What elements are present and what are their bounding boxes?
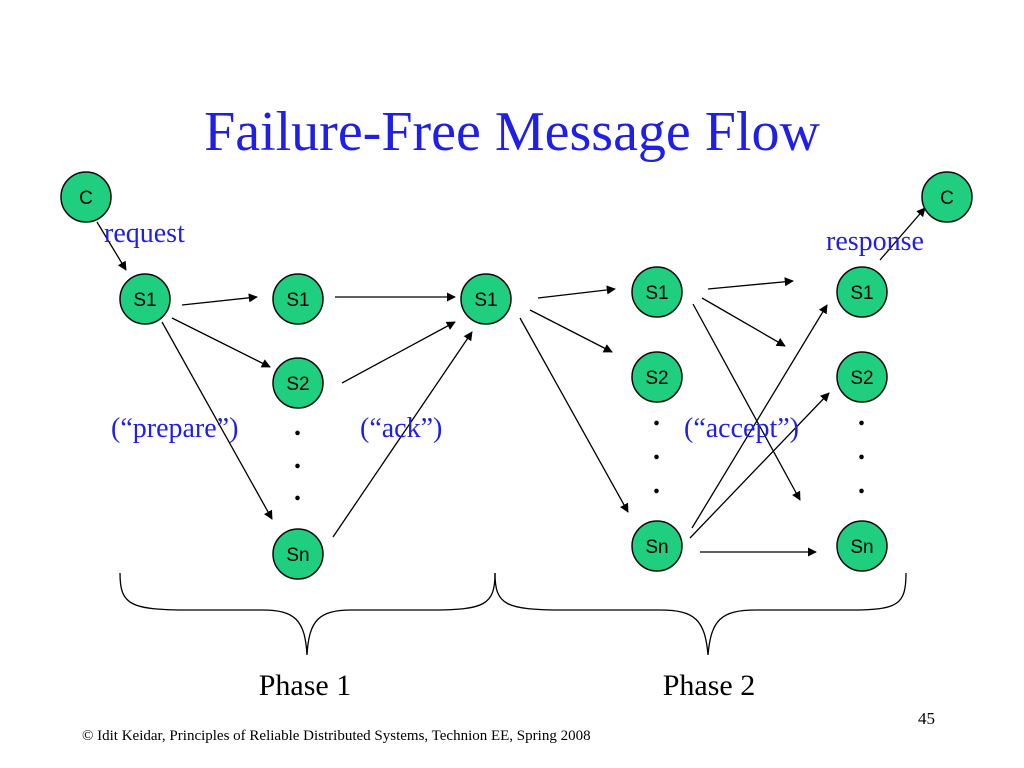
arrow-request — [96, 221, 127, 271]
node-label: Sn — [850, 537, 873, 558]
node-p1-sn: Sn — [272, 528, 324, 580]
node-label: C — [940, 188, 954, 209]
phase2-label: Phase 2 — [663, 669, 756, 702]
node-p1-s1: S1 — [119, 273, 171, 325]
arrow-accept-s2 — [529, 309, 613, 353]
label-request: request — [104, 218, 185, 249]
ellipsis-dot: . — [858, 435, 865, 466]
node-label: S2 — [286, 374, 309, 395]
ellipsis-dot: . — [294, 476, 301, 507]
label-accept: (“accept”) — [684, 413, 799, 444]
ellipsis-dot: . — [858, 401, 865, 432]
page-number: 45 — [918, 709, 935, 728]
arrow-prepare-s2 — [171, 317, 271, 368]
node-label: S1 — [850, 283, 873, 304]
node-label: S1 — [133, 290, 156, 311]
node-p2-end-sn: Sn — [836, 520, 888, 572]
ellipsis-dot: . — [653, 435, 660, 466]
label-prepare: (“prepare”) — [111, 413, 238, 444]
footer-copyright: © Idit Keidar, Principles of Reliable Di… — [82, 728, 591, 744]
node-p1-mid-s1: S1 — [272, 273, 324, 325]
ellipsis-dot: . — [653, 401, 660, 432]
arrow-prepare-s1 — [181, 293, 258, 306]
label-response: response — [826, 226, 924, 257]
node-label: C — [79, 188, 93, 209]
ellipsis-dot: . — [653, 469, 660, 500]
arrow-p2s1-ends2 — [701, 297, 786, 347]
node-p1-end-s1: S1 — [460, 273, 512, 325]
ellipsis-dot: . — [294, 411, 301, 442]
arrow-accept-sn — [519, 317, 629, 513]
node-p2-s1: S1 — [631, 266, 683, 318]
node-p1-s2: S2 — [272, 357, 324, 409]
slide-title: Failure-Free Message Flow — [204, 101, 820, 163]
node-p2-s2: S2 — [631, 351, 683, 403]
phase1-label: Phase 1 — [259, 669, 352, 702]
node-label: S1 — [645, 283, 668, 304]
arrow-p2s1-endsn — [692, 303, 801, 501]
ellipsis-dot: . — [858, 469, 865, 500]
node-label: S2 — [850, 368, 873, 389]
arrow-prepare-sn — [161, 321, 273, 520]
arrow-p2s1-ends1 — [707, 277, 794, 290]
node-p2-end-s2: S2 — [836, 351, 888, 403]
node-client-left: C — [60, 171, 112, 223]
node-label: S1 — [474, 290, 497, 311]
ellipsis-dot: . — [294, 444, 301, 475]
node-label: S2 — [645, 368, 668, 389]
label-ack: (“ack”) — [360, 413, 442, 444]
arrow-p2sn-ends1 — [691, 304, 828, 529]
arrow-accept-s1 — [537, 285, 616, 299]
node-label: Sn — [645, 537, 668, 558]
node-client-right: C — [921, 171, 973, 223]
arrow-ack-sn — [332, 331, 473, 538]
node-label: Sn — [286, 545, 309, 566]
brace-phase2 — [494, 572, 907, 656]
arrow-p2sn-ends2 — [689, 392, 830, 539]
brace-phase1 — [119, 572, 496, 656]
arrow-ack-s2 — [341, 321, 456, 384]
node-p2-end-s1: S1 — [836, 266, 888, 318]
arrow-response — [879, 207, 926, 261]
node-p2-sn: Sn — [631, 520, 683, 572]
node-label: S1 — [286, 290, 309, 311]
